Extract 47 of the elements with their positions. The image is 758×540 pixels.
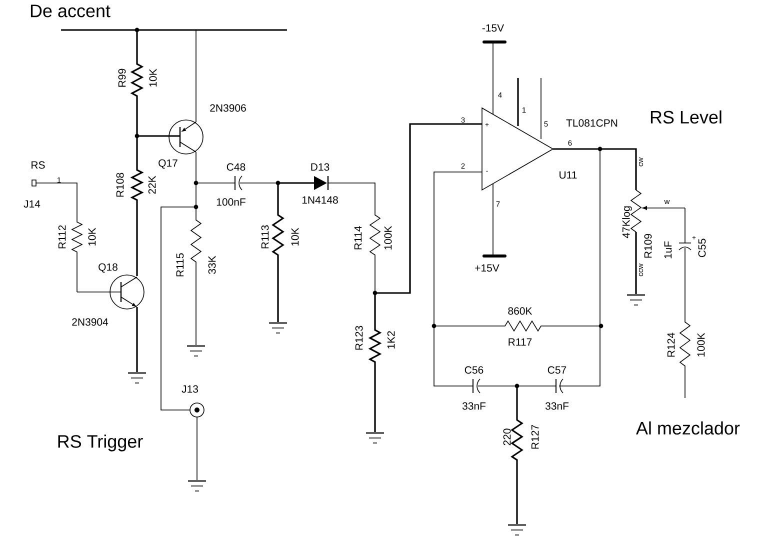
component-label: R123 (355, 326, 363, 350)
component-label: 1N4148 (302, 196, 338, 204)
component-label: D13 (311, 163, 330, 171)
component-label: R117 (508, 338, 532, 346)
component-label: 33nF (462, 402, 486, 410)
component-label: R99 (118, 68, 126, 87)
component-label: 860K (508, 307, 532, 315)
component-label: 10K (149, 68, 157, 87)
component-label: J14 (24, 200, 40, 208)
component-label: R114 (354, 226, 362, 250)
component-label: R109 (644, 234, 652, 258)
component-label: 1K2 (387, 331, 395, 349)
component-label: TL081CPN (566, 119, 618, 127)
component-label: 33K (208, 256, 216, 274)
component-label: R108 (116, 172, 124, 197)
component-label: Q17 (158, 159, 178, 169)
component-label: 22K (148, 176, 156, 194)
component-label: C55 (698, 238, 706, 258)
component-label: Q18 (98, 263, 118, 273)
component-label: 100nF (216, 198, 246, 206)
component-label: U11 (560, 171, 577, 179)
component-label: R115 (176, 253, 184, 276)
component-label: -15V (482, 24, 504, 32)
signal-label: Al mezclador (636, 421, 740, 435)
component-label: R112 (58, 225, 66, 248)
component-label: 100K (697, 332, 705, 356)
component-label: RS (32, 161, 45, 169)
component-label: 220 (503, 428, 511, 446)
component-label: R113 (261, 225, 269, 248)
component-label: 2N3904 (72, 318, 108, 326)
component-label: C48 (226, 163, 246, 171)
signal-label: RS Trigger (58, 434, 143, 452)
component-label: 2N3906 (210, 104, 246, 112)
component-label: 10K (88, 228, 96, 246)
component-label: 10K (291, 228, 299, 246)
component-label: C57 (548, 366, 566, 374)
signal-label: De accent (30, 4, 110, 18)
component-label: 1uF (664, 241, 672, 258)
component-label: J13 (182, 385, 198, 393)
component-label: C56 (464, 366, 484, 374)
component-label: R127 (531, 424, 539, 449)
component-label: 100K (384, 226, 392, 250)
component-label: R124 (667, 332, 675, 357)
signal-label: RS Level (650, 110, 722, 124)
component-label: 47Klog (622, 206, 632, 238)
component-label: +15V (475, 264, 500, 272)
component-label: 33nF (545, 402, 569, 410)
